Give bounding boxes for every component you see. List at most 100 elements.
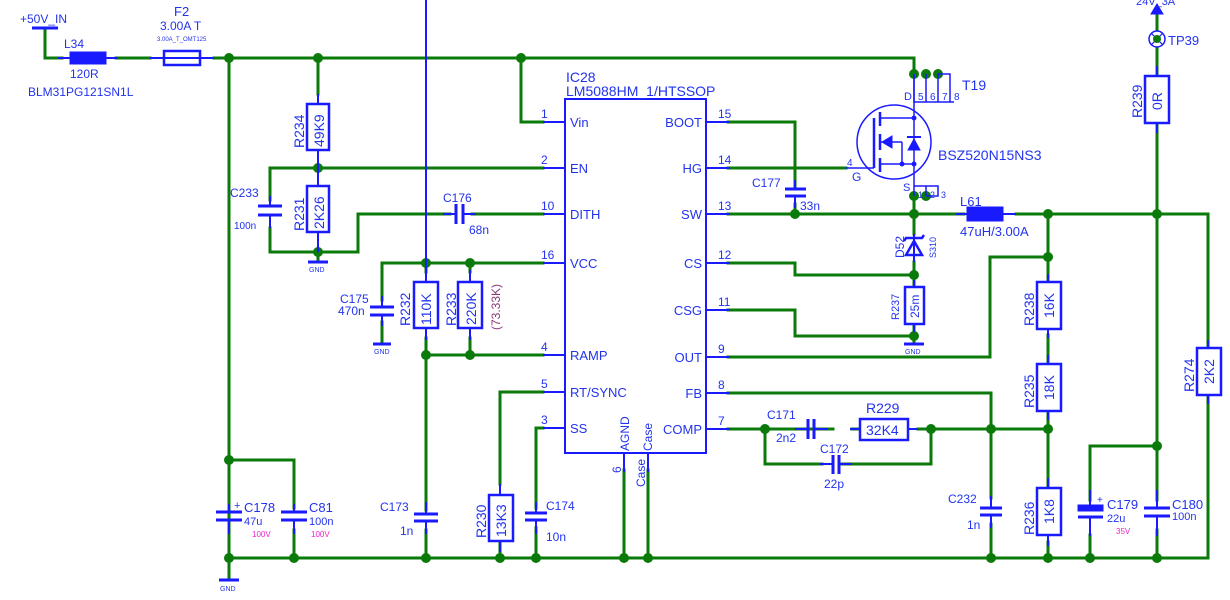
- resistor-r274[interactable]: R274 2K2: [1181, 340, 1223, 404]
- wire-c172-r: [840, 427, 933, 466]
- inductor-l34[interactable]: L34 120R BLM31PG121SN1L: [28, 37, 134, 99]
- wire-boot: [726, 120, 797, 188]
- resistor-r229[interactable]: R229 32K4: [850, 400, 918, 442]
- c81-ref: C81: [309, 500, 333, 515]
- c232-ref: C232: [948, 492, 977, 506]
- ic-pin-name: OUT: [675, 350, 703, 365]
- junction: [516, 53, 526, 63]
- wire-csg: [726, 308, 916, 338]
- ic-pin-number: 4: [541, 340, 548, 354]
- net-label-vin: +50V_IN: [20, 12, 67, 30]
- resistor-r237[interactable]: R237 25m: [890, 280, 926, 332]
- resistor-r230[interactable]: R230 13K3: [473, 484, 515, 552]
- capacitor-c175[interactable]: C175 470n: [338, 292, 394, 326]
- ic-pin-name: BOOT: [665, 115, 702, 130]
- gnd-symbol-r231: GND: [308, 260, 328, 274]
- ic-part: LM5088HM_1/HTSSOP: [566, 83, 715, 99]
- capacitor-c179[interactable]: + C179 22u 35V: [1077, 490, 1138, 536]
- t19-pin-6: 6: [930, 92, 936, 103]
- f2-part: 3.00A_T_OMT125: [157, 37, 207, 43]
- c177-value: 33n: [800, 199, 820, 213]
- junction: [1043, 553, 1053, 563]
- gnd-label: GND: [905, 349, 921, 356]
- junction: [465, 350, 475, 360]
- resistor-r232[interactable]: R232 110K: [397, 0, 440, 340]
- ic-pin-number: 12: [718, 248, 732, 262]
- r231-ref: R231: [291, 197, 307, 231]
- f2-ref: F2: [174, 4, 189, 19]
- c180-value: 100n: [1172, 511, 1196, 523]
- capacitor-c232[interactable]: C232 1n: [948, 492, 1002, 532]
- r233-ref: R233: [443, 292, 459, 326]
- wire-ss: [534, 426, 545, 510]
- c81-voltage: 100V: [311, 530, 330, 539]
- gnd-symbol-c175: GND: [373, 342, 391, 356]
- junction: [1043, 252, 1053, 262]
- gnd-label: GND: [220, 586, 236, 593]
- resistor-r236[interactable]: R236 1K8: [1021, 478, 1063, 546]
- capacitor-c176[interactable]: C176 68n: [443, 191, 489, 237]
- r236-ref: R236: [1021, 501, 1037, 535]
- testpoint-tp39[interactable]: TP39: [1148, 30, 1199, 48]
- resistor-r234[interactable]: R234 49K9: [291, 94, 331, 168]
- ic-pin-number: 15: [718, 107, 732, 121]
- l34-ref: L34: [64, 37, 84, 51]
- junction: [909, 209, 919, 219]
- r237-value: 25m: [908, 295, 922, 318]
- wire-c81-top: [227, 458, 296, 510]
- c173-ref: C173: [380, 500, 409, 514]
- l61-ref: L61: [960, 194, 982, 209]
- wire-c172-l: [763, 427, 824, 466]
- ic-pin-case-num: Case: [634, 459, 648, 487]
- c233-value: 100n: [234, 221, 256, 232]
- mosfet-t19[interactable]: D 5 6 7 8 S 1 2 3 4 G T19 BSZ520N15NS3: [846, 73, 1042, 200]
- ic-pin-number: 9: [718, 342, 725, 356]
- ic-pin-number: 14: [718, 153, 732, 167]
- capacitor-c171[interactable]: C171 2n2: [767, 408, 828, 445]
- junction: [909, 270, 919, 280]
- junction: [224, 553, 234, 563]
- junction: [313, 53, 323, 63]
- net-label-vin-text: +50V_IN: [20, 12, 67, 26]
- capacitor-c174[interactable]: C174 10n: [525, 499, 575, 544]
- ic-pin-name: FB: [685, 386, 702, 401]
- ic-pin-name: RAMP: [570, 348, 608, 363]
- resistor-r233[interactable]: R233 220K (73.33K): [443, 270, 503, 340]
- capacitor-c81[interactable]: C81 100n 100V: [281, 500, 333, 539]
- wire-dith-l: [316, 212, 452, 254]
- capacitor-c173[interactable]: C173 1n: [380, 500, 438, 538]
- wire-fb: [726, 391, 993, 500]
- t19-pin-4: 4: [847, 158, 853, 169]
- r237-ref: R237: [890, 294, 902, 320]
- capacitor-c172[interactable]: C172 22p: [820, 442, 852, 491]
- junction: [643, 553, 653, 563]
- capacitor-c233[interactable]: C233 100n: [230, 186, 282, 232]
- resistor-r231[interactable]: R231 2K26: [291, 168, 331, 252]
- junction: [224, 455, 234, 465]
- resistor-r239[interactable]: R239 0R: [1129, 66, 1171, 133]
- wires: [43, 12, 1210, 580]
- fuse-f2[interactable]: F2 3.00A T 3.00A_T_OMT125: [150, 4, 214, 67]
- junction: [1043, 209, 1053, 219]
- wire-cs: [726, 261, 916, 277]
- c178-ref: C178: [244, 500, 275, 515]
- c178-voltage: 100V: [252, 530, 271, 539]
- junction: [986, 424, 996, 434]
- ic-lm5088[interactable]: IC28 LM5088HM_1/HTSSOP 1Vin2EN10DITH16VC…: [541, 69, 732, 487]
- resistor-r238[interactable]: R238 16K: [1021, 274, 1063, 338]
- capacitor-c177[interactable]: C177 33n: [752, 176, 820, 213]
- capacitor-c178[interactable]: + C178 47u 100V: [216, 500, 275, 539]
- wire-rtsync: [498, 390, 545, 486]
- junction: [909, 331, 919, 341]
- t19-pin-1: 1: [918, 190, 923, 200]
- diode-d52[interactable]: D52 S310: [893, 234, 938, 262]
- ic-pin-name: CS: [684, 256, 702, 271]
- ic-pin-number: 5: [541, 377, 548, 391]
- ic-pin-case-name: Case: [641, 423, 655, 451]
- capacitor-c180[interactable]: C180 100n: [1144, 490, 1203, 536]
- resistor-r235[interactable]: R235 18K: [1021, 355, 1063, 420]
- inductor-l61[interactable]: L61 47uH/3.00A: [956, 194, 1029, 239]
- net-label-vout: 24V_3A: [1136, 0, 1176, 15]
- ic-pin-number: 3: [541, 413, 548, 427]
- net-label-vout-text: 24V_3A: [1136, 0, 1176, 8]
